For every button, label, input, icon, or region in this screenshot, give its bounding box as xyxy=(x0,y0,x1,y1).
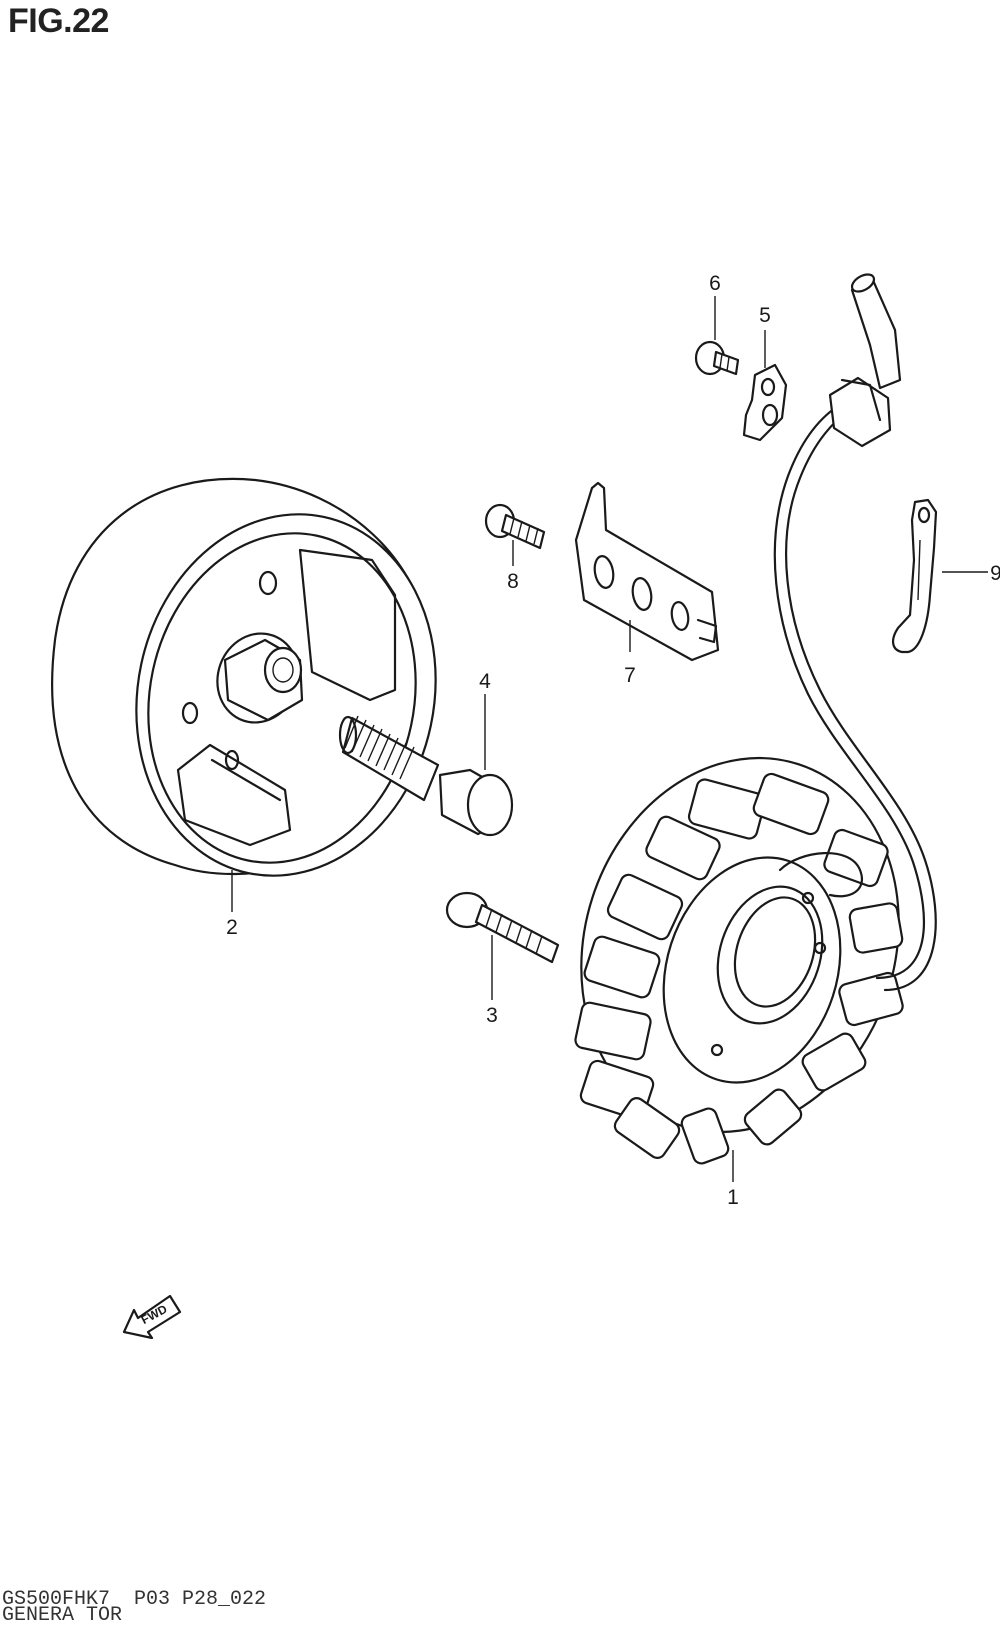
part-label-1: 1 xyxy=(727,1186,739,1209)
figure-name: GENERA TOR xyxy=(2,1604,123,1627)
part-label-6: 6 xyxy=(709,272,721,295)
part-label-4: 4 xyxy=(479,670,491,693)
screw-part-6[interactable] xyxy=(694,340,740,376)
part-label-9: 9 xyxy=(990,562,1000,585)
stator-part-1[interactable] xyxy=(534,716,946,1173)
part-label-5: 5 xyxy=(759,304,771,327)
clamp-part-9[interactable] xyxy=(892,498,938,654)
model-code: GS500FHK7 P03 P28_022 xyxy=(2,1588,267,1611)
part-label-7: 7 xyxy=(624,664,636,687)
rotor-bolt-part-4[interactable] xyxy=(338,715,514,837)
part-label-8: 8 xyxy=(507,570,519,593)
stator-bolt-part-3[interactable] xyxy=(445,891,560,964)
part-label-3: 3 xyxy=(486,1004,498,1027)
part-label-2: 2 xyxy=(226,916,238,939)
plate-part-7[interactable] xyxy=(574,481,720,662)
stator-lead-wire xyxy=(773,273,937,992)
screw-part-8[interactable] xyxy=(484,503,546,550)
rotor-part-2[interactable] xyxy=(51,477,468,904)
fwd-direction-arrow: FWD xyxy=(122,1294,182,1340)
figure-title: FIG.22 xyxy=(8,2,109,40)
clamp-part-5[interactable] xyxy=(742,363,788,442)
